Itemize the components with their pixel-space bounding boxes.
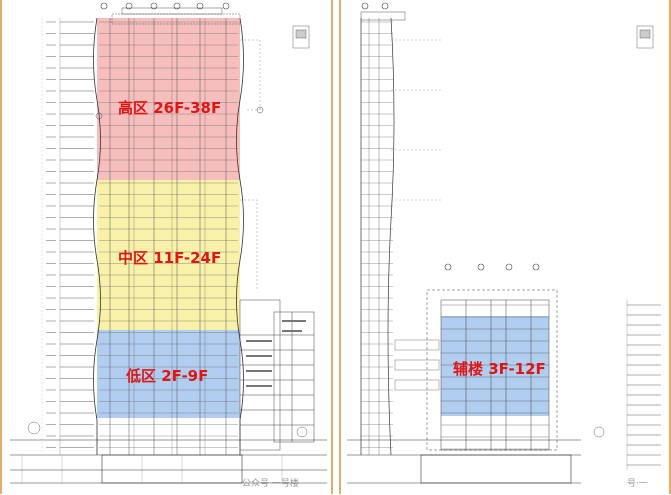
- podium-annex: [239, 299, 315, 451]
- annex-zone-label: 辅楼 3F-12F: [453, 360, 546, 378]
- mid-zone-label: 中区 11F-24F: [118, 249, 222, 267]
- annex-key-plan-icon: [636, 25, 654, 49]
- tower-floor-lines: [361, 21, 393, 448]
- low-zone-label: 低区 2F-9F: [126, 367, 209, 385]
- key-plan-icon: [292, 25, 310, 49]
- watermark-right: 号·一: [627, 479, 648, 489]
- annex-section-panel: 辅楼 3F-12F 号·一: [339, 0, 671, 494]
- annex-floor-lines: [441, 304, 549, 450]
- annex-elevation-marks: [627, 304, 661, 466]
- main-tower-section-panel: 高区 26F-38F 中区 11F-24F 低区 2F-9F 公众号·一号楼: [0, 0, 333, 494]
- floor-lines: [99, 21, 238, 448]
- annex-ground: [347, 439, 581, 484]
- mid-zone-fill: [97, 180, 240, 330]
- tower-facade-left: [93, 17, 101, 455]
- annex-drawing: [347, 2, 661, 484]
- elevation-marks: [46, 21, 94, 448]
- grid-axis-markers: [100, 2, 230, 10]
- watermark-left: 公众号·一号楼: [242, 479, 299, 489]
- low-zone-fill: [97, 330, 240, 418]
- high-zone-label: 高区 26F-38F: [118, 99, 222, 117]
- tower-facade-right: [236, 17, 244, 455]
- ground-base: [10, 439, 327, 484]
- tower-section-outline: [387, 17, 395, 456]
- main-tower-drawing: [10, 2, 327, 484]
